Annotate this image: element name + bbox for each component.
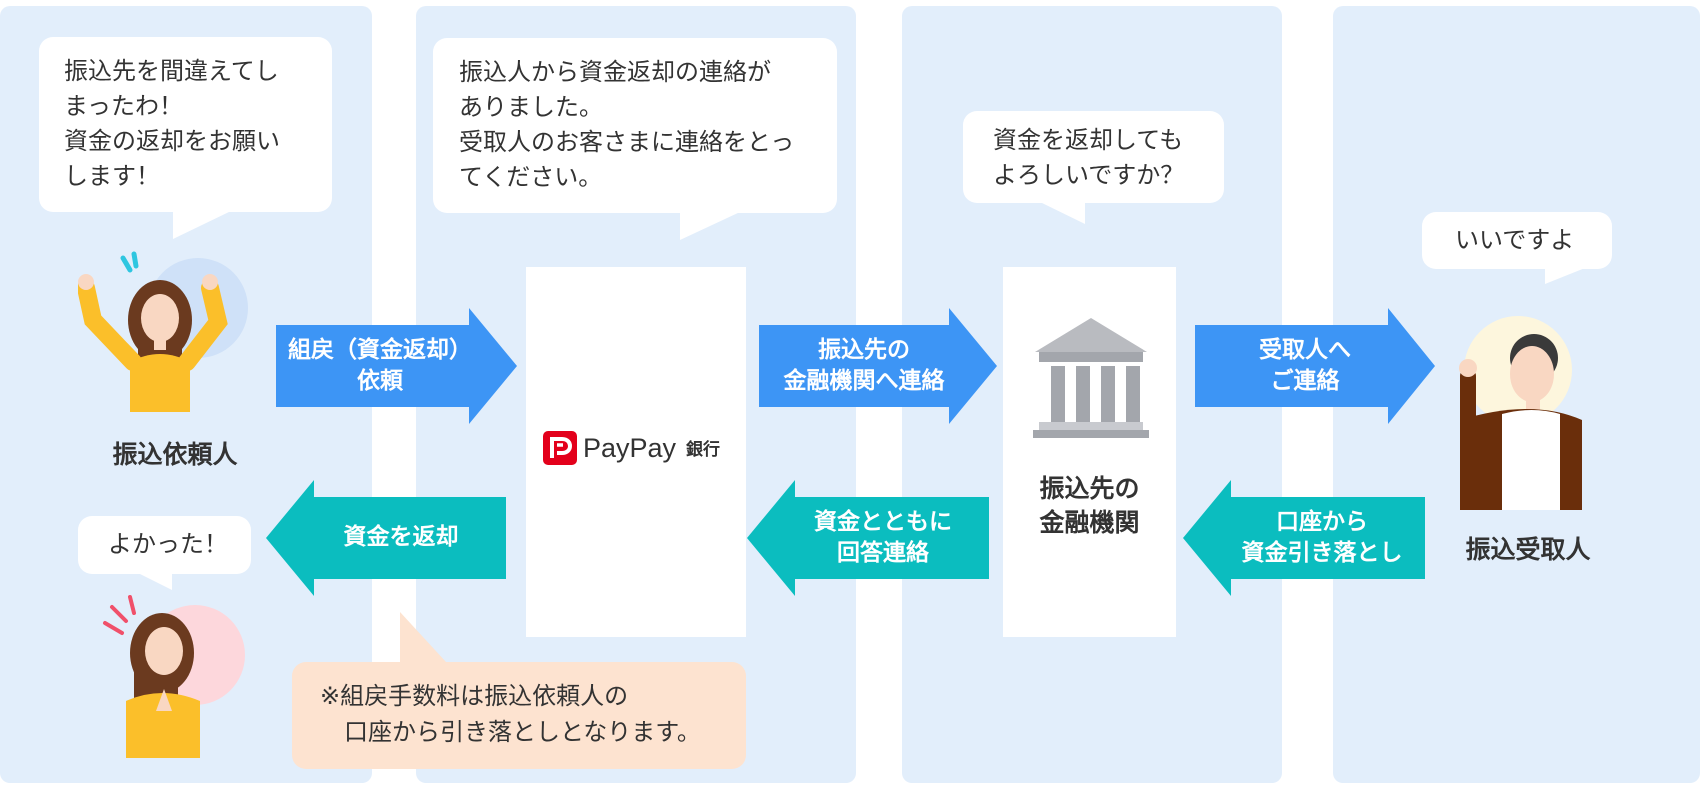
- bubble-tail: [680, 212, 740, 240]
- arrow-shape: [1183, 480, 1425, 596]
- arrow-label: 受取人へ ご連絡: [1259, 337, 1351, 394]
- bubble-line: 受取人のお客さまに連絡をとっ: [459, 128, 795, 156]
- arrow-shape: [759, 308, 997, 424]
- paypay-logo-suffix: 銀行: [686, 440, 720, 460]
- bubble-line: 資金の返却をお願い: [64, 127, 280, 155]
- contact-receiver-arrow: 受取人へ ご連絡: [1195, 308, 1435, 424]
- arrow-label: 口座から 資金引き落とし: [1241, 509, 1403, 566]
- sender-worried-figure: [78, 251, 248, 412]
- bubble-line: 振込先を間違えてし: [64, 57, 279, 85]
- paypay-logo: PayPay 銀行: [543, 431, 733, 465]
- receiver-label: 振込受取人: [1465, 535, 1591, 564]
- arrow-label: 資金を返却: [343, 524, 459, 550]
- receiver-answer-bubble: いいですよ: [1422, 212, 1612, 269]
- bubble-tail: [1040, 202, 1085, 224]
- arrow-label: 組戻（資金返却） 依頼: [288, 337, 472, 394]
- arrow-label: 振込先の 金融機関へ連絡: [783, 337, 945, 394]
- debit-account-arrow: 口座から 資金引き落とし: [1183, 480, 1425, 596]
- sender-relief-bubble: よかった！: [78, 516, 251, 574]
- bubble-line: ありました。: [459, 93, 603, 121]
- bubble-line: します！: [64, 162, 160, 190]
- bubble-line: 振込人から資金返却の連絡が: [459, 58, 771, 86]
- note-line: 口座から引き落としとなります。: [320, 718, 701, 746]
- bubble-line: 資金を返却しても: [993, 126, 1184, 154]
- arrow-shape: [276, 308, 517, 424]
- arrow-shape: [747, 480, 989, 596]
- paypay-logo-icon: [543, 431, 577, 465]
- arrow-shape: [1195, 308, 1435, 424]
- bubble-tail: [138, 573, 172, 590]
- bubble-line: よろしいですか？: [993, 161, 1185, 189]
- sender-label: 振込依頼人: [112, 440, 238, 469]
- receiver-bank-question-bubble: 資金を返却しても よろしいですか？: [963, 111, 1224, 203]
- request-return-arrow: 組戻（資金返却） 依頼: [276, 308, 517, 424]
- paypay-logo-text: PayPay: [583, 433, 677, 463]
- reply-with-funds-arrow: 資金とともに 回答連絡: [747, 480, 989, 596]
- receiver-figure: [1459, 316, 1582, 510]
- arrow-label: 資金とともに 回答連絡: [814, 509, 952, 566]
- bubble-tail: [173, 211, 231, 239]
- sender-relieved-figure: [103, 595, 245, 758]
- sender-request-bubble: 振込先を間違えてし まったわ！ 資金の返却をお願い します！: [39, 37, 332, 212]
- return-funds-arrow: 資金を返却: [266, 480, 506, 596]
- note-tail: [400, 612, 446, 662]
- bubble-line: てください。: [459, 163, 603, 191]
- bubble-line: まったわ！: [64, 92, 184, 120]
- bubble-tail: [1545, 268, 1585, 284]
- bubble-text: いいですよ: [1455, 226, 1575, 254]
- note-line: ※組戻手数料は振込依頼人の: [320, 682, 629, 710]
- receiver-bank-label: 振込先の 金融機関: [1039, 474, 1140, 537]
- arrow-shape: [266, 480, 506, 596]
- bubble-text: よかった！: [108, 530, 228, 558]
- fee-note: ※組戻手数料は振込依頼人の 口座から引き落としとなります。: [292, 662, 746, 769]
- bank-notice-bubble: 振込人から資金返却の連絡が ありました。 受取人のお客さまに連絡をとっ てくださ…: [433, 38, 837, 213]
- contact-receiver-bank-arrow: 振込先の 金融機関へ連絡: [759, 308, 997, 424]
- bank-building-icon: [1033, 318, 1149, 438]
